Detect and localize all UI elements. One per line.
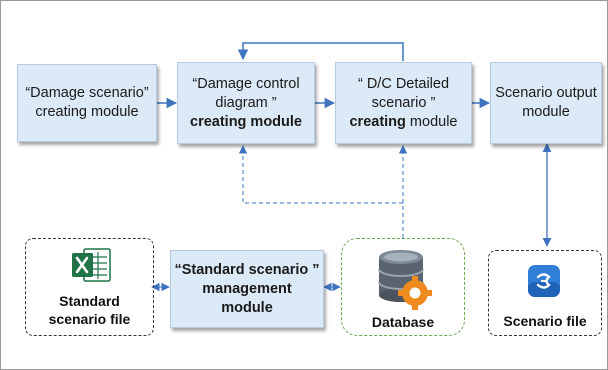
standard-mgmt-line2: management bbox=[202, 280, 292, 297]
database-container bbox=[341, 238, 465, 336]
standard-file-line2: scenario file bbox=[48, 311, 131, 327]
standard-scenario-file-label: Standard scenario file bbox=[25, 292, 154, 328]
database-icon bbox=[375, 247, 433, 316]
standard-file-line1: Standard bbox=[59, 293, 120, 309]
standard-mgmt-line1: “Standard scenario ” bbox=[174, 261, 320, 278]
scenario-output-line1: Scenario output bbox=[495, 85, 597, 101]
damage-scenario-line2: creating module bbox=[35, 104, 139, 120]
standard-mgmt-line3: module bbox=[221, 299, 273, 316]
dc-detailed-line3-rest: module bbox=[405, 113, 458, 130]
scenario-file-container bbox=[488, 250, 602, 336]
scenario-output-line2: module bbox=[522, 104, 570, 120]
damage-scenario-line1: “Damage scenario” bbox=[25, 85, 149, 101]
standard-scenario-file-container bbox=[25, 238, 154, 336]
dc-detailed-line3: creating module bbox=[349, 113, 457, 132]
dc-detailed-line1: “ D/C Detailed bbox=[357, 75, 450, 92]
dashed-db-to-dc bbox=[238, 145, 403, 204]
scenario-file-label: Scenario file bbox=[503, 313, 587, 329]
feedback-loop-arrow bbox=[237, 42, 404, 61]
dc-detailed-module: “ D/C Detailed scenario ” creating modul… bbox=[335, 62, 472, 144]
dc-diagram-line3: creating module bbox=[190, 113, 302, 130]
dc-detailed-line3-bold: creating bbox=[349, 113, 406, 130]
gear-icon bbox=[398, 276, 432, 310]
excel-icon bbox=[70, 246, 112, 289]
damage-scenario-module: “Damage scenario” creating module bbox=[17, 64, 157, 142]
dc-diagram-line1: “Damage control bbox=[192, 75, 300, 92]
dc-detailed-line2: scenario ” bbox=[371, 94, 436, 111]
database-label: Database bbox=[371, 314, 435, 330]
standard-scenario-management-module: “Standard scenario ” management module bbox=[170, 250, 324, 328]
scenario-file-icon bbox=[527, 264, 561, 303]
dc-diagram-module: “Damage control diagram ” creating modul… bbox=[177, 62, 315, 144]
dc-diagram-line2: diagram ” bbox=[215, 94, 277, 111]
scenario-output-module: Scenario output module bbox=[490, 62, 602, 144]
